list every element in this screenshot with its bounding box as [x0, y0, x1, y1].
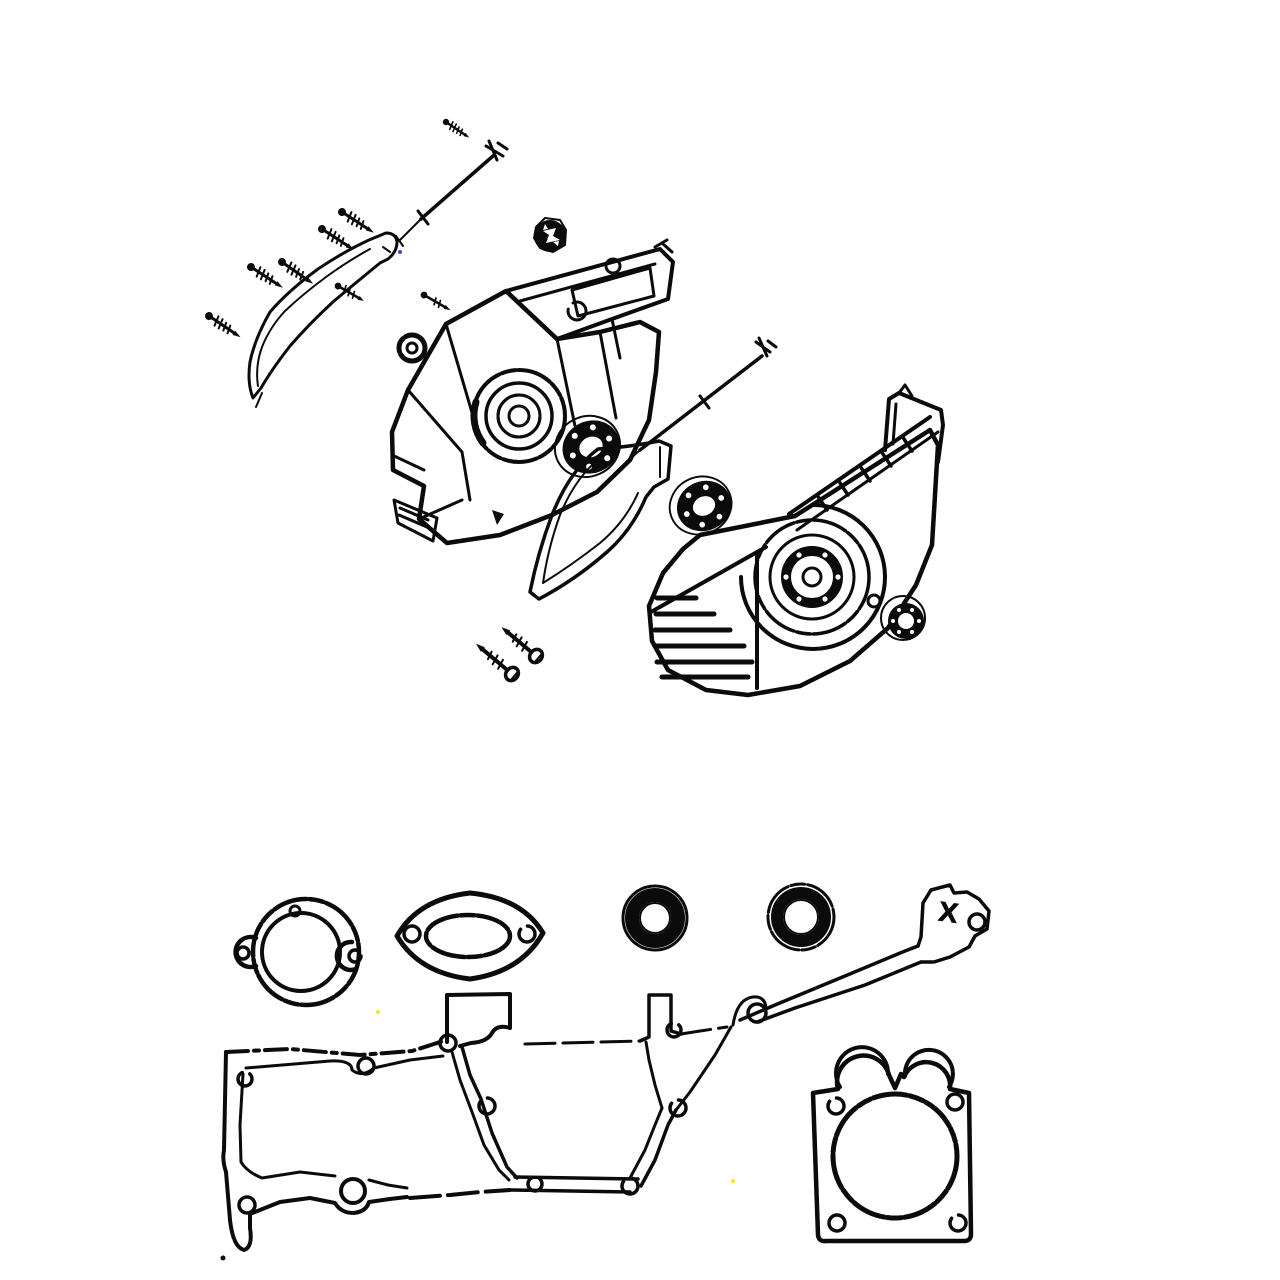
washer: washer [396, 332, 428, 364]
cover-screw-small: small screw [334, 282, 364, 301]
crankcase-right: crankcase half, flywheel side [646, 383, 945, 698]
crankcase-left: crankcase half, clutch side [389, 238, 675, 546]
cover-screws: self-tapping screws (5) [205, 208, 374, 338]
front-stud: collar stud (front) [395, 139, 509, 247]
exhaust-gasket: round flange gasket [233, 896, 363, 1008]
side-cover-gasket: large side-cover gasket with bracket arm… [221, 883, 991, 1252]
bracket-x-mark: X [936, 897, 961, 931]
cover-gasket: clutch-cover gasket [247, 231, 399, 408]
center-gasket: crankcase center gasket [528, 439, 673, 601]
seal-ring-left: oil seal ring (left) [621, 884, 689, 952]
case-screws: pan-head screws (2) [475, 627, 545, 683]
rear-stud: collar stud (rear) [629, 336, 778, 460]
print-artifacts [220, 250, 735, 1261]
bearing-left: grooved ball bearing (left) [553, 414, 621, 479]
pin-screw: small screw [420, 291, 451, 311]
woodruff-key [492, 510, 504, 525]
cylinder-gasket: cylinder base gasket [810, 1045, 974, 1244]
oil-seal-rear: oil seal (small) [880, 595, 926, 641]
tiny-screw-top: tiny screw [442, 118, 470, 138]
seal-ring-right: oil seal ring (right) [766, 882, 836, 952]
muffler-gasket: oval muffler gasket [394, 890, 546, 982]
bar-nut: hex collar nut [533, 217, 567, 253]
